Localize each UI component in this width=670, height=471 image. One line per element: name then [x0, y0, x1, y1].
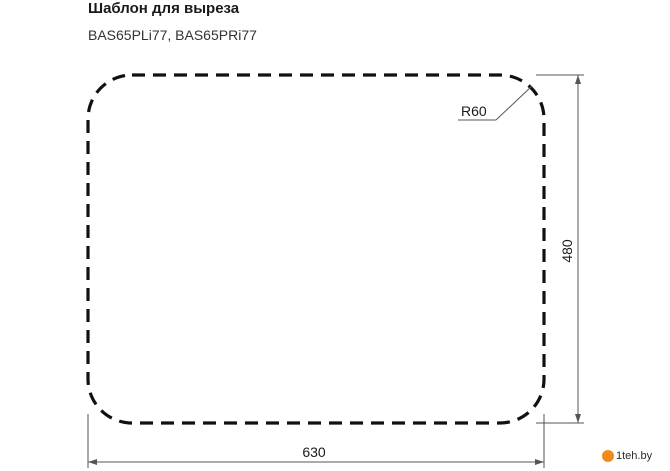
radius-annotation: R60	[458, 85, 533, 121]
watermark-text: 1teh.by	[616, 450, 653, 462]
radius-leader-line	[495, 85, 533, 121]
width-arrow-right	[535, 459, 544, 465]
width-arrow-left	[88, 459, 97, 465]
cutout-outline	[86, 73, 546, 425]
watermark-logo-icon	[602, 450, 614, 462]
model-names: BAS65PLi77, BAS65PRi77	[88, 27, 257, 43]
height-arrow-top	[575, 75, 581, 84]
height-arrow-bottom	[575, 414, 581, 423]
width-label: 630	[302, 444, 326, 460]
page-title: Шаблон для выреза	[88, 0, 240, 17]
radius-label: R60	[461, 103, 487, 119]
width-dimension: 630	[87, 414, 545, 468]
site-watermark: 1teh.by	[598, 447, 659, 465]
height-label: 480	[559, 239, 575, 263]
